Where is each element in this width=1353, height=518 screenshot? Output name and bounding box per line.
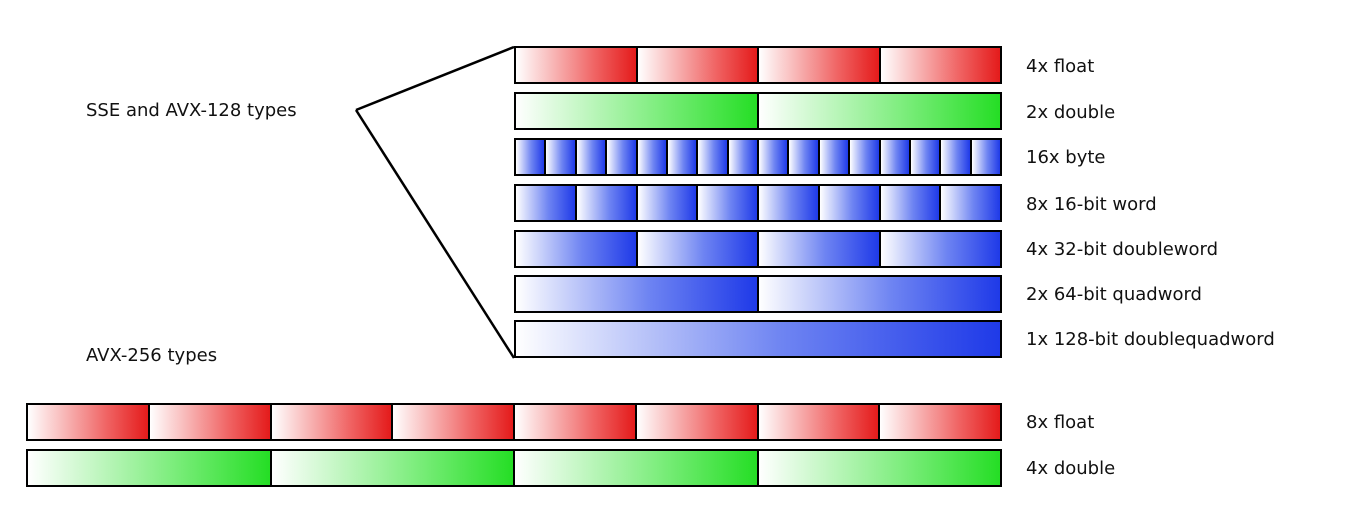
register-128-int-lane [516,232,636,266]
register-128-float-lane [878,48,1000,82]
register-128-byte-label: 16x byte [1026,147,1106,168]
callout-line-bottom [354,109,516,359]
register-128-float-label: 4x float [1026,56,1095,77]
register-128-doubleword [514,230,1002,268]
register-128-int-lane [878,140,909,174]
register-256-float-lane [878,405,1000,439]
register-128-double-label: 2x double [1026,102,1116,123]
register-128-int-lane [757,277,1000,311]
register-128-double-lane [757,94,1000,128]
register-128-int-lane [878,186,940,220]
register-128-int-lane [757,140,788,174]
register-128-byte [514,138,1002,176]
register-128-int-lane [544,140,575,174]
register-128-int-lane [516,277,757,311]
register-256-float-lane [634,405,757,439]
register-256-float-lane [28,405,148,439]
register-256-float-lane [756,405,879,439]
register-128-word [514,184,1002,222]
register-256-double-lane [513,451,757,485]
register-128-int-lane [635,232,757,266]
register-256-float-label: 8x float [1026,412,1095,433]
register-128-int-lane [635,140,666,174]
register-256-float-lane [513,405,635,439]
register-128-int-lane [908,140,940,174]
register-128-word-label: 8x 16-bit word [1026,194,1157,215]
register-128-int-lane [757,232,879,266]
register-128-int-lane [726,140,757,174]
register-128-int-lane [696,140,727,174]
register-128-doublequadword-label: 1x 128-bit doublequadword [1026,329,1275,350]
register-128-int-lane [787,140,818,174]
register-128-int-lane [574,140,606,174]
register-128-quadword-label: 2x 64-bit quadword [1026,284,1202,305]
sse-avx128-section-label: SSE and AVX-128 types [86,100,297,121]
register-128-float [514,46,1002,84]
register-128-doublequadword [514,320,1002,358]
register-256-double-lane [269,451,513,485]
register-128-int-lane [516,186,575,220]
register-128-double-lane [516,94,757,128]
register-128-double [514,92,1002,130]
register-128-int-lane [696,186,757,220]
register-256-double-label: 4x double [1026,458,1116,479]
register-256-double-lane [28,451,270,485]
register-128-float-lane [757,48,879,82]
register-128-int-lane [605,140,636,174]
register-128-int-lane [665,140,697,174]
callout-line-top [355,45,515,112]
register-128-quadword [514,275,1002,313]
register-256-double-lane [756,451,1000,485]
register-128-int-lane [757,186,818,220]
register-128-int-lane [969,140,1000,174]
register-128-int-lane [516,322,1000,356]
register-128-float-lane [635,48,757,82]
register-256-float-lane [147,405,270,439]
register-128-int-lane [635,186,697,220]
register-256-float [26,403,1002,441]
register-128-int-lane [516,140,545,174]
register-128-int-lane [848,140,879,174]
register-128-int-lane [878,232,1000,266]
register-128-int-lane [939,186,1000,220]
register-128-int-lane [817,186,879,220]
register-256-float-lane [391,405,513,439]
register-128-int-lane [574,186,636,220]
register-128-float-lane [516,48,636,82]
register-128-int-lane [939,140,970,174]
register-256-float-lane [269,405,392,439]
avx256-section-label: AVX-256 types [86,345,218,366]
register-256-double [26,449,1002,487]
register-128-int-lane [817,140,849,174]
register-128-doubleword-label: 4x 32-bit doubleword [1026,239,1219,260]
